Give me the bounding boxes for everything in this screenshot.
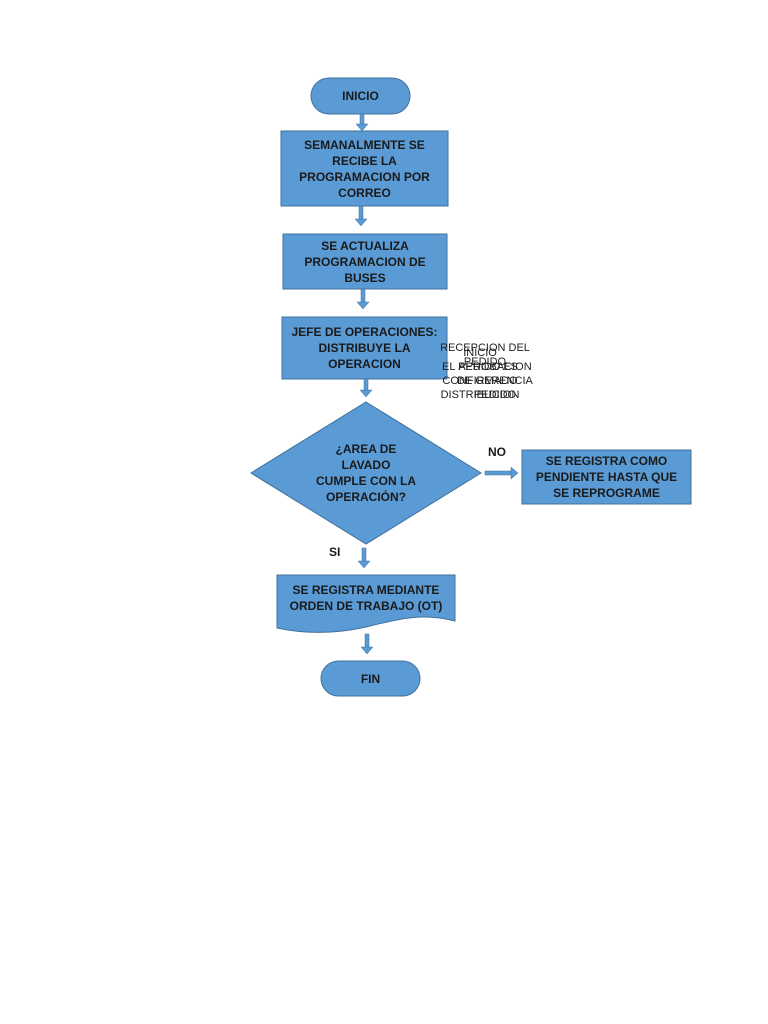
- arrow-decision-pending: [484, 470, 514, 476]
- edge-label-yes: SI: [329, 545, 341, 559]
- distribute-process: [281, 316, 448, 380]
- overlap-text-2: APROBACION DE GERENCIA PEDIDO: [457, 361, 533, 401]
- edge-label-no: NO: [488, 445, 506, 459]
- receive-label: SEMANALMENTE SE RECIBE LA PROGRAMACION P…: [299, 137, 430, 200]
- start-label: INICIO: [342, 89, 379, 103]
- workorder-label: SE REGISTRA MEDIANTE ORDEN DE TRABAJO (O…: [289, 583, 443, 613]
- end-terminator: [320, 660, 421, 697]
- distribute-label: JEFE DE OPERACIONES: DISTRIBUYE LA OPERA…: [291, 325, 438, 371]
- overlap-text-3: RECEPCION DEL PEDIDO: [440, 342, 530, 368]
- workorder-document: [276, 574, 456, 633]
- update-process: [282, 233, 448, 290]
- update-label: SE ACTUALIZA PROGRAMACION DE BUSES: [304, 238, 426, 285]
- pending-process: [521, 449, 692, 505]
- pending-label: SE REGISTRA COMO PENDIENTE HASTA QUE SE …: [535, 454, 678, 500]
- receive-process: [280, 130, 449, 207]
- overlap-text-1: INICIO EL PEDIDO ES CONFIRMADO DISTRIBUC…: [440, 347, 520, 401]
- decision-diamond: [250, 401, 482, 545]
- end-label: FIN: [360, 671, 381, 686]
- decision-label: ¿AREA DE LAVADO CUMPLE CON LA OPERACIÓN?: [316, 442, 416, 504]
